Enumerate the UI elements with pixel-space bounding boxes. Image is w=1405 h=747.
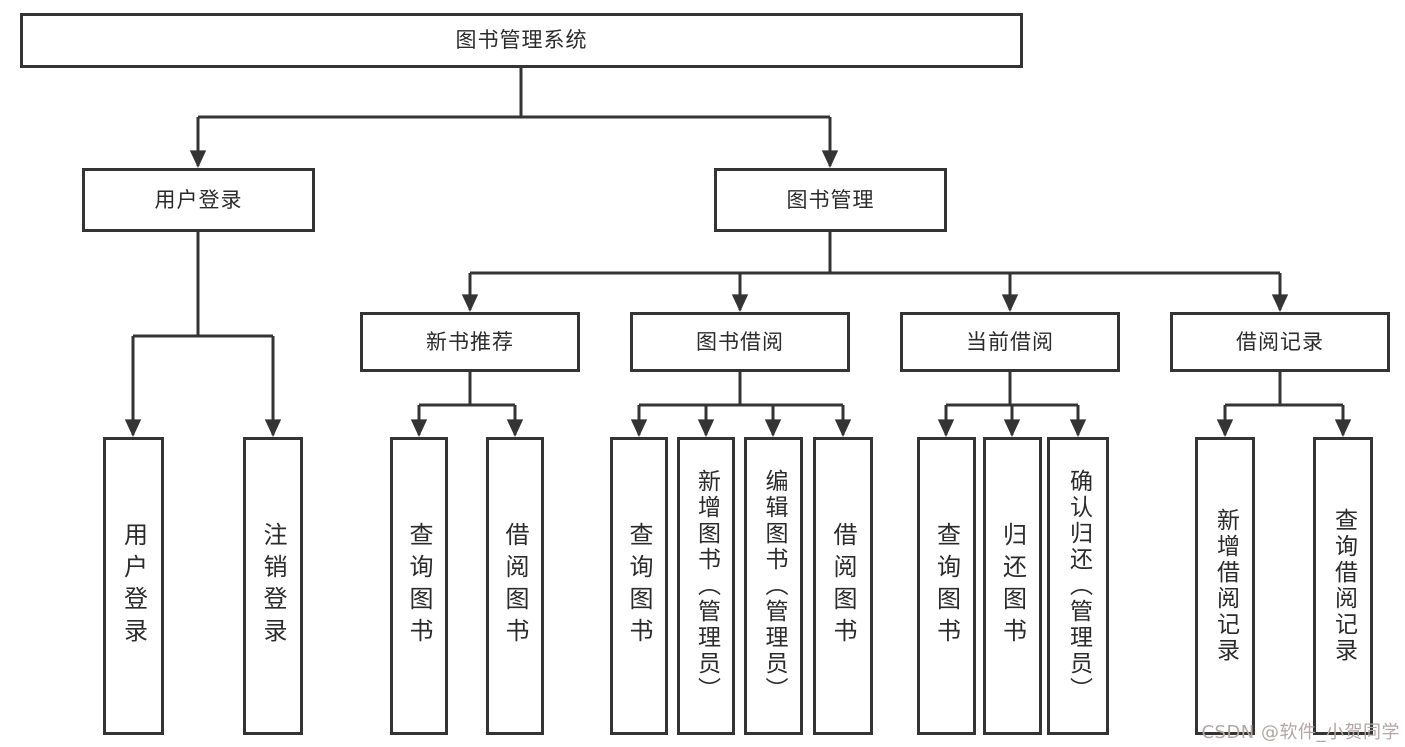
leaf-cb-confirm-return-admin: 确认归还（管理员） bbox=[1047, 437, 1109, 735]
leaf-logout: 注销登录 bbox=[243, 437, 303, 735]
leaf-bb-add-books-admin: 新增图书（管理员） bbox=[677, 437, 735, 735]
node-new-book-recommend: 新书推荐 bbox=[360, 312, 580, 372]
leaf-nb-borrow-books: 借阅图书 bbox=[486, 437, 544, 735]
node-user-login: 用户登录 bbox=[82, 168, 315, 232]
node-borrow-record: 借阅记录 bbox=[1170, 312, 1390, 372]
watermark: CSDN @软件_小贺同学 bbox=[1201, 722, 1400, 743]
leaf-bb-edit-books-admin: 编辑图书（管理员） bbox=[744, 437, 803, 735]
node-current-borrow: 当前借阅 bbox=[900, 312, 1120, 372]
leaf-nb-query-books: 查询图书 bbox=[390, 437, 448, 735]
leaf-br-add-borrow-record: 新增借阅记录 bbox=[1195, 437, 1255, 735]
leaf-cb-return-books: 归还图书 bbox=[983, 437, 1042, 735]
leaf-br-query-borrow-record: 查询借阅记录 bbox=[1313, 437, 1373, 735]
node-root: 图书管理系统 bbox=[20, 13, 1023, 68]
node-book-borrow: 图书借阅 bbox=[630, 312, 850, 372]
leaf-cb-query-books: 查询图书 bbox=[917, 437, 976, 735]
leaf-bb-borrow-books: 借阅图书 bbox=[813, 437, 873, 735]
leaf-user-login: 用户登录 bbox=[103, 437, 164, 735]
leaf-bb-query-books: 查询图书 bbox=[610, 437, 668, 735]
node-book-management: 图书管理 bbox=[714, 168, 947, 232]
